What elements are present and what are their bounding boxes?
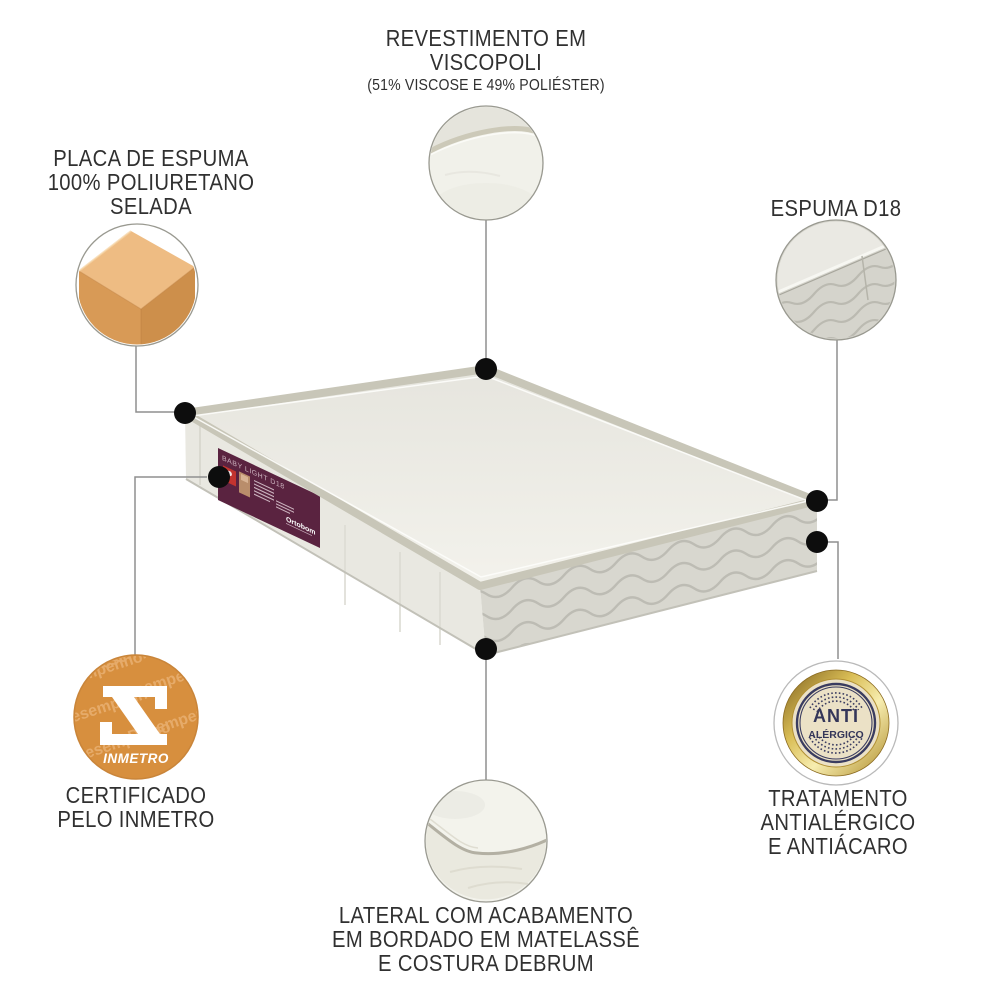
connector-line-foam [135,344,176,413]
callout-revestimento-subtitle: (51% VISCOSE E 49% POLIÉSTER) [367,77,605,94]
callout-text-inmetro: CERTIFICADO PELO INMETRO [22,783,251,831]
callout-revestimento-line2: VISCOPOLI [429,49,543,75]
anchor-dot-top-corner [475,358,497,380]
callout-inmetro-line2: PELO INMETRO [57,806,215,832]
callout-text-placa-espuma: PLACA DE ESPUMA 100% POLIURETANO SELADA [36,146,267,218]
callout-circle-espuma [775,219,897,341]
connector-line-espuma [827,339,838,501]
anchor-dots [174,358,828,660]
callout-lateral-line3: E COSTURA DEBRUM [378,950,594,976]
callout-anti-line1: TRATAMENTO ANTIALÉRGICO [760,785,916,835]
callout-circle-antiallergic: ANTI ALÉRGICO [773,660,899,786]
anchor-dot-front-corner [475,638,497,660]
callout-anti-line2: E ANTIÁCARO [768,833,908,859]
anchor-dot-right-side [806,531,828,553]
mattress-right-panel [480,501,817,655]
callout-text-antiallergic: TRATAMENTO ANTIALÉRGICO E ANTIÁCARO [706,786,970,858]
callout-lateral-line2: EM BORDADO EM MATELASSÊ [332,926,640,952]
callout-placa-line3: SELADA [109,193,192,219]
badge-alergico-text: ALÉRGICO [808,728,863,741]
callout-revestimento-line1: REVESTIMENTO EM [385,25,587,51]
mattress-left-panel-creases [199,425,441,645]
callout-placa-line2: 100% POLIURETANO [47,169,255,195]
callout-placa-line1: PLACA DE ESPUMA [53,145,249,171]
callout-circle-fabric-side [424,779,548,903]
callout-lateral-line1: LATERAL COM ACABAMENTO [338,902,634,928]
connector-lines [134,220,839,781]
callout-text-revestimento: REVESTIMENTO EM VISCOPOLI (51% VISCOSE E… [310,26,662,95]
callout-espuma-title: ESPUMA D18 [770,195,902,221]
anchor-dot-right-corner [806,490,828,512]
connector-line-anti [827,541,839,659]
mattress-illustration: BABY LIGHT D18 Ortobom [181,365,821,657]
badge-anti-text: ANTI [813,706,859,726]
callout-circle-inmetro: Desempenho Desempenho Desempenho Desempe… [73,654,199,780]
connector-line-inmetro [134,476,207,656]
inmetro-logo-icon [100,686,167,745]
badge-halftone-dots [809,692,863,754]
callout-text-espuma-d18: ESPUMA D18 [748,196,924,220]
callout-text-lateral: LATERAL COM ACABAMENTO EM BORDADO EM MAT… [310,903,662,975]
callout-inmetro-line1: CERTIFICADO [65,782,207,808]
callout-circle-foam [75,223,199,347]
anchor-dot-label [208,466,230,488]
anchor-dot-left-corner [174,402,196,424]
callout-circle-fabric-top [428,105,544,221]
inmetro-logo-text: INMETRO [103,751,169,766]
